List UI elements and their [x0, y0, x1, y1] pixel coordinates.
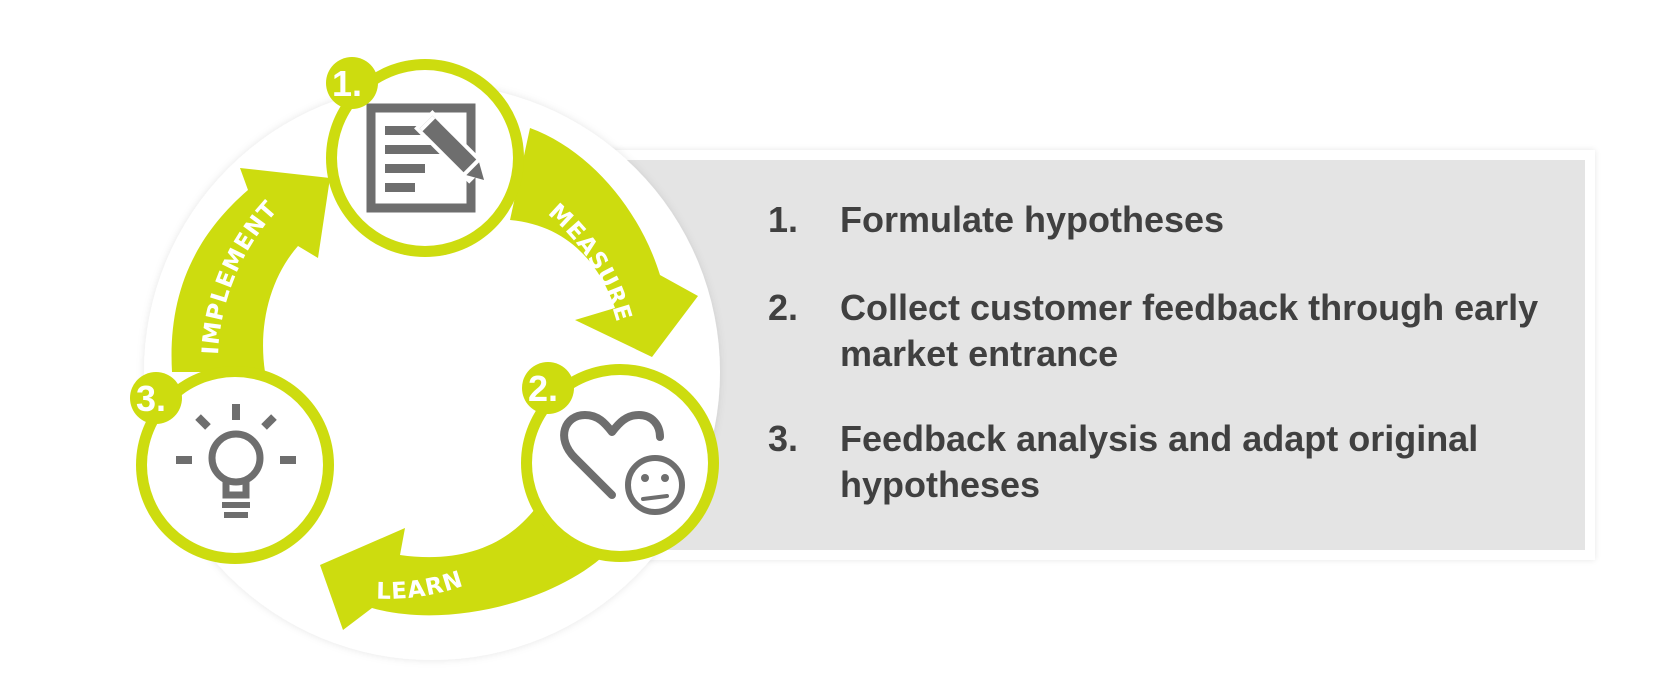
document-edit-icon: [366, 103, 488, 213]
stage-3-badge-text: 3.: [136, 378, 166, 419]
step-number: 3.: [768, 418, 799, 459]
sad-face-eye: [641, 474, 649, 482]
sad-face-mouth: [641, 494, 669, 501]
lightbulb-neck: [222, 478, 250, 499]
stage-2-badge: [522, 362, 574, 414]
step-number: 1.: [768, 199, 799, 240]
step-text: Collect customer feedback through early …: [840, 287, 1539, 374]
stage-3-badge: [130, 372, 182, 424]
step-number: 2.: [768, 287, 799, 328]
steps-panel: [598, 150, 1595, 560]
lightbulb-ray: [280, 456, 296, 464]
step-text: Formulate hypotheses: [840, 199, 1225, 240]
lightbulb-ray: [195, 414, 211, 430]
learn-arrow-shape: [320, 489, 610, 630]
sad-face-eye: [661, 474, 669, 482]
lightbulb-base-line: [224, 512, 248, 518]
steps-panel-background: [608, 160, 1585, 550]
lightbulb-ray: [176, 456, 192, 464]
measure-arrow-shape: [510, 128, 698, 357]
stage-2: 2.: [521, 362, 719, 562]
lightbulb-icon: [176, 404, 296, 518]
sad-face-background: [621, 451, 689, 519]
implement-arrow-shape: [171, 168, 330, 372]
document-edit-icon-line: [385, 164, 425, 173]
step-text: Feedback analysis and adapt original hyp…: [840, 418, 1479, 505]
lightbulb-ray: [232, 404, 240, 420]
stage-1: 1.: [326, 57, 524, 257]
sad-face-outline: [625, 455, 685, 515]
document-edit-icon-line: [385, 145, 447, 154]
stage-3-disc: [147, 377, 323, 553]
document-edit-icon-line: [385, 126, 447, 135]
stage-3: 3.: [130, 366, 334, 564]
stage-2-badge-text: 2.: [528, 368, 558, 409]
heart-outline: [560, 411, 664, 499]
lightbulb-ray: [261, 414, 277, 430]
heart-sad-face-icon: [560, 411, 689, 519]
pencil-icon: [414, 110, 488, 184]
lightbulb-bulb: [208, 430, 264, 486]
document-edit-icon-line: [385, 183, 415, 192]
stage-1-badge-text: 1.: [332, 63, 362, 104]
stage-1-badge: [326, 57, 378, 109]
lightbulb-base-line: [222, 502, 250, 508]
learn-arrow: LEARN: [320, 489, 610, 630]
